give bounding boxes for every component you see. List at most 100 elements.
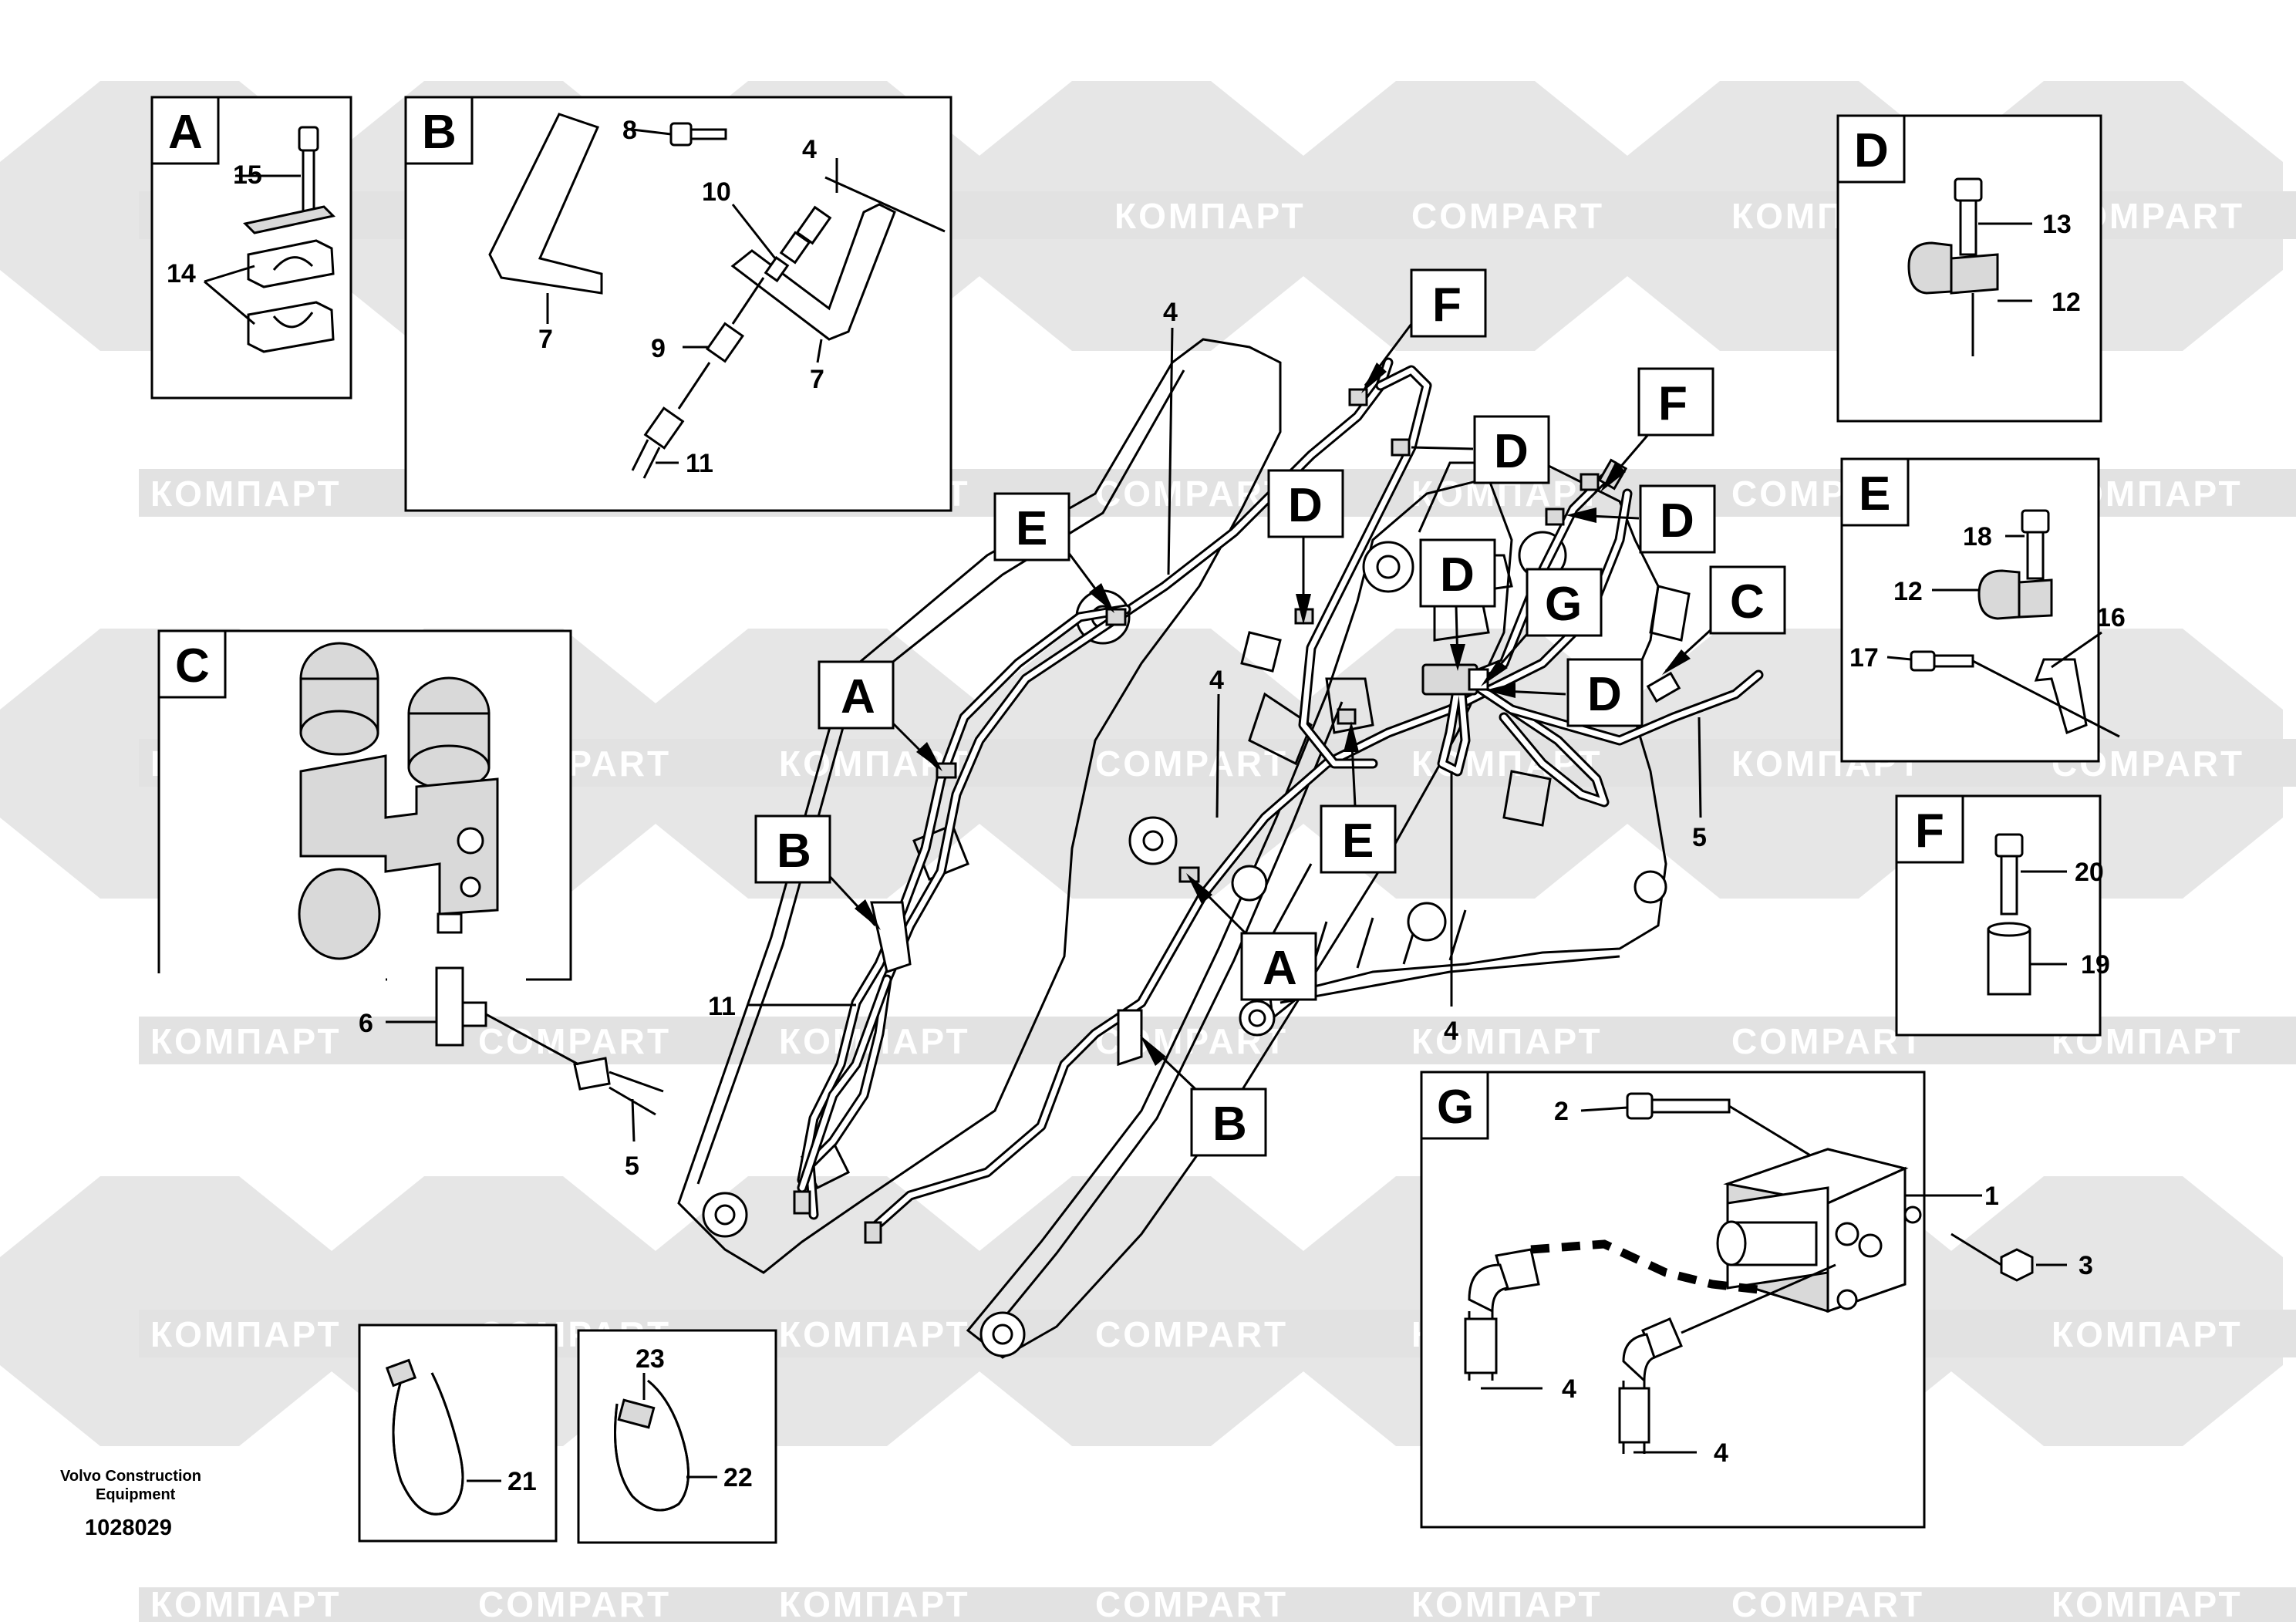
- inset-letter: G: [1437, 1081, 1474, 1134]
- callout-letter: F: [1658, 377, 1687, 430]
- callout-letter: C: [1730, 575, 1765, 629]
- watermark-text: COMPART: [1095, 1584, 1288, 1622]
- callout-box: [1320, 804, 1397, 874]
- callout-letter: D: [1660, 494, 1694, 548]
- callout-box: [1637, 367, 1714, 437]
- part-label: 7: [538, 325, 553, 354]
- part-label: 23: [636, 1344, 665, 1374]
- part-label: 16: [2096, 603, 2126, 632]
- inset-b: B 8 4 10 9 11 7 7: [404, 96, 952, 512]
- callout-box: [1473, 415, 1550, 484]
- watermark-text: COMPART: [1731, 1584, 1924, 1622]
- watermark-text: КОМПАРТ: [1411, 1584, 1603, 1622]
- callout-letter: B: [1212, 1098, 1247, 1151]
- inset-d: D 13 12: [1836, 114, 2102, 423]
- watermark-text: COMPART: [1095, 744, 1288, 784]
- watermark-text: КОМПАРТ: [150, 1314, 342, 1354]
- part-label: 3: [2079, 1251, 2093, 1280]
- part-label: 14: [167, 259, 196, 288]
- watermark-text: КОМПАРТ: [2052, 1314, 2243, 1354]
- callout-box: [1240, 932, 1317, 1001]
- footer-branding: Volvo Construction Equipment 1028029: [60, 1468, 201, 1540]
- callout-letter: B: [777, 824, 811, 878]
- part-label: 4: [1714, 1438, 1728, 1468]
- part-label: 21: [507, 1467, 537, 1496]
- part-label: 4: [802, 135, 817, 164]
- callout-letter: D: [1440, 548, 1475, 602]
- part-label: 13: [2042, 210, 2072, 239]
- part-label: 8: [622, 116, 637, 145]
- callout-box: [1709, 565, 1786, 635]
- part-label: 10: [702, 177, 731, 207]
- callout-letter: F: [1432, 278, 1462, 332]
- callout-letter: A: [1263, 942, 1297, 995]
- inset-c: C 6 5: [154, 629, 664, 1181]
- watermark-text: КОМПАРТ: [779, 1584, 970, 1622]
- part-label: 6: [359, 1009, 373, 1038]
- callout-box: [1190, 1088, 1267, 1157]
- doc-number: 1028029: [85, 1516, 172, 1540]
- inset-letter: C: [175, 639, 210, 693]
- part-label: 11: [686, 449, 713, 478]
- main-callouts: F D F D D E D G: [708, 268, 1786, 1157]
- part-label: 22: [723, 1463, 753, 1492]
- part-label: 12: [2052, 288, 2081, 317]
- callout-box: [754, 814, 831, 884]
- callout-box: [818, 660, 895, 730]
- inset-e: E 18 12 16 17: [1840, 457, 2126, 763]
- watermark-text: КОМПАРТ: [150, 474, 342, 514]
- watermark-text: КОМПАРТ: [150, 1021, 342, 1061]
- part-label: 4: [1209, 666, 1224, 695]
- watermark-text: КОМПАРТ: [779, 1314, 970, 1354]
- inset-cable-tie-21: 21: [358, 1324, 558, 1543]
- part-label: 11: [708, 992, 736, 1021]
- inset-cable-tie-22: 23 22: [577, 1329, 777, 1544]
- part-label: 4: [1163, 298, 1178, 327]
- part-label: 1: [1984, 1182, 1999, 1211]
- brand-line: Equipment: [96, 1486, 176, 1503]
- part-label: 20: [2075, 858, 2104, 887]
- callout-letter: E: [1342, 814, 1374, 868]
- callout-box: [1267, 469, 1344, 538]
- watermark-text: COMPART: [478, 1584, 671, 1622]
- watermark-text: COMPART: [1095, 1314, 1288, 1354]
- watermark-text: COMPART: [1731, 1021, 1924, 1061]
- inset-g: G 2 3 1 4: [1420, 1071, 2093, 1529]
- callout-box: [1639, 484, 1716, 554]
- part-label: 19: [2081, 950, 2110, 980]
- inset-letter: B: [422, 106, 457, 159]
- brand-line: Volvo Construction: [60, 1468, 201, 1485]
- part-label: 9: [651, 334, 666, 363]
- inset-letter: F: [1915, 804, 1944, 858]
- callout-letter: A: [841, 670, 875, 723]
- part-label: 7: [810, 365, 824, 394]
- watermark-text: КОМПАРТ: [1114, 196, 1306, 236]
- part-label: 12: [1893, 577, 1923, 606]
- part-label: 4: [1562, 1374, 1576, 1404]
- inset-letter: E: [1859, 467, 1890, 521]
- watermark-text: КОМПАРТ: [1411, 1021, 1603, 1061]
- callout-letter: G: [1545, 578, 1582, 631]
- callout-letter: E: [1016, 502, 1047, 555]
- part-label: 5: [625, 1152, 639, 1181]
- watermark-text: КОМПАРТ: [150, 1584, 342, 1622]
- callout-box: [1566, 658, 1644, 727]
- callout-box: [1526, 568, 1603, 637]
- callout-box: [1410, 268, 1487, 338]
- part-label: 2: [1554, 1097, 1569, 1126]
- callout-letter: D: [1587, 668, 1622, 721]
- watermark-text: COMPART: [478, 1021, 671, 1061]
- watermark-text: КОМПАРТ: [2052, 1584, 2243, 1622]
- callout-box: [1419, 538, 1496, 608]
- part-label: 18: [1963, 522, 1992, 551]
- part-label: 17: [1849, 643, 1879, 673]
- inset-f: F 20 19: [1895, 794, 2110, 1037]
- part-label: 5: [1692, 823, 1707, 852]
- inset-a: A 15 14: [150, 96, 352, 400]
- callout-box: [993, 492, 1070, 561]
- inset-letter: D: [1854, 124, 1889, 177]
- part-label: 4: [1444, 1017, 1458, 1046]
- callout-letter: D: [1494, 425, 1529, 478]
- part-label: 15: [233, 160, 262, 190]
